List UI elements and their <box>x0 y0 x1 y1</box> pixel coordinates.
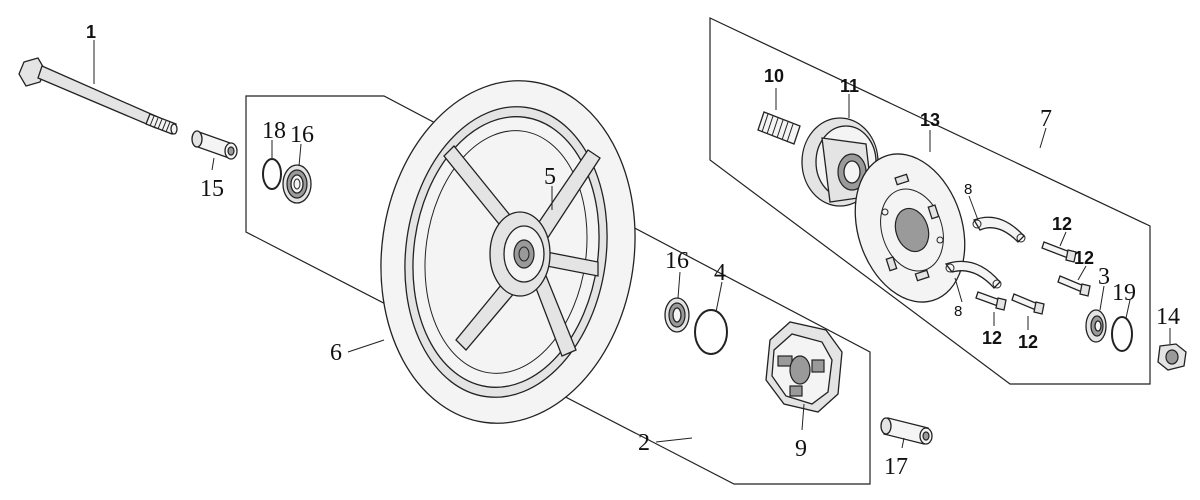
oil-seal <box>1085 309 1107 343</box>
bearing-right <box>664 297 690 333</box>
spacer-right <box>880 417 933 445</box>
wheel-assembly-frame <box>245 95 871 485</box>
o-ring-left <box>262 158 282 190</box>
callout-16-right: 16 <box>665 248 689 274</box>
callout-5: 5 <box>544 164 556 190</box>
callout-10: 10 <box>764 66 784 86</box>
callout-11: 11 <box>840 76 859 96</box>
callout-12-b: 12 <box>1074 248 1094 268</box>
bolt-b <box>1057 275 1091 297</box>
bolt-a <box>1041 241 1077 263</box>
callout-18: 18 <box>262 118 286 144</box>
brake-assembly-frame <box>709 17 1151 385</box>
callout-13: 13 <box>920 110 940 130</box>
axle-nut <box>1157 343 1187 371</box>
brake-backing-plate <box>854 153 966 303</box>
callout-2: 2 <box>638 430 650 456</box>
bolt-d <box>1011 293 1045 315</box>
bearing-left <box>282 164 312 204</box>
lock-plate-top <box>972 216 1026 243</box>
callout-12-a: 12 <box>1052 214 1072 234</box>
callout-8-top: 8 <box>964 181 972 198</box>
callout-14: 14 <box>1156 304 1180 330</box>
callout-4: 4 <box>714 260 726 286</box>
callout-19: 19 <box>1112 280 1136 306</box>
wheel-damper <box>765 321 843 413</box>
callout-6: 6 <box>330 340 342 366</box>
o-ring-right <box>694 309 728 355</box>
callout-12-d: 12 <box>1018 332 1038 352</box>
leader-lines <box>93 40 1171 449</box>
driven-flange <box>801 117 879 207</box>
o-ring-brake <box>1111 316 1133 352</box>
rim <box>412 116 601 388</box>
callout-3: 3 <box>1098 264 1110 290</box>
callout-17: 17 <box>884 454 908 480</box>
callout-7: 7 <box>1040 106 1052 132</box>
axle-bolt <box>18 57 178 135</box>
lock-plate-bottom <box>944 260 1002 289</box>
callout-8-bottom: 8 <box>954 303 962 320</box>
threaded-stud <box>757 111 801 145</box>
callout-12-c: 12 <box>982 328 1002 348</box>
spacer-left <box>191 130 238 160</box>
callout-16-left: 16 <box>290 122 314 148</box>
callout-9: 9 <box>795 436 807 462</box>
bolt-c <box>975 291 1007 311</box>
callout-1: 1 <box>86 22 96 42</box>
callout-15: 15 <box>200 176 224 202</box>
